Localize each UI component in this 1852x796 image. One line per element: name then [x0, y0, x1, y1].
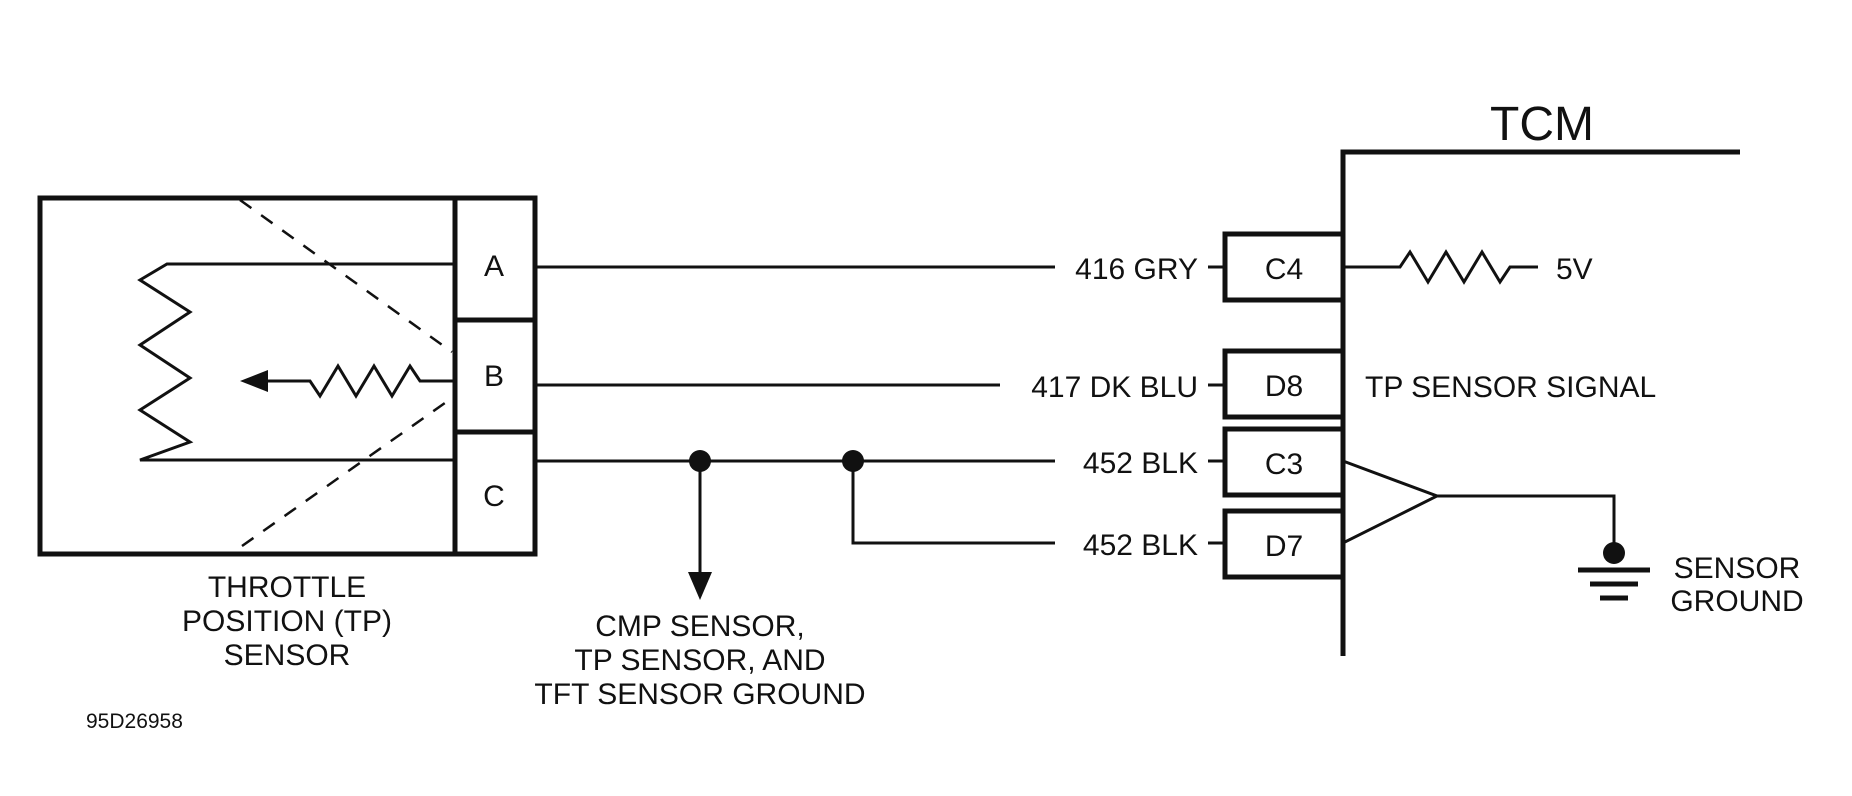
potentiometer-resistor — [137, 262, 455, 462]
tcm-pin-d8-label: D8 — [1265, 370, 1303, 403]
five-volt-label: 5V — [1556, 253, 1593, 286]
sensor-ground-label-line2: GROUND — [1670, 585, 1803, 618]
cmp-ground-label-line2: TP SENSOR, AND — [574, 644, 825, 677]
splice-dot-d7 — [842, 450, 864, 472]
tp-sensor-label-line1: THROTTLE — [208, 571, 366, 604]
tcm-pin-d8-box — [1222, 348, 1346, 420]
wiper-resistor — [260, 363, 455, 399]
tcm-title: TCM — [1490, 98, 1594, 151]
wire-label-417-dk-blu: 417 DK BLU — [1031, 371, 1198, 404]
tp-sensor-label-line3: SENSOR — [224, 639, 351, 672]
pullup-resistor — [1343, 249, 1538, 285]
tcm-pin-d7-label: D7 — [1265, 530, 1303, 563]
tcm-pin-c3-label: C3 — [1265, 448, 1303, 481]
tp-pin-a-label: A — [484, 250, 504, 283]
sensor-ground-dot — [1603, 542, 1625, 564]
tp-pin-c-label: C — [483, 480, 505, 513]
tcm-pin-c4-label: C4 — [1265, 253, 1303, 286]
throttle-dashed-line-upper — [239, 198, 453, 354]
tp-sensor-housing — [37, 195, 538, 557]
figure-id: 95D26958 — [86, 710, 183, 733]
wire-label-416-gry: 416 GRY — [1075, 253, 1198, 286]
wire-label-452-blk-d7: 452 BLK — [1083, 529, 1198, 562]
ground-icon — [1578, 567, 1650, 601]
tcm-module: TCM C4 D8 C3 D7 5V TP SENSOR SIGNAL SENS… — [1222, 98, 1804, 656]
tp-sensor: A B C — [37, 195, 538, 557]
wire-label-452-blk-c3: 452 BLK — [1083, 447, 1198, 480]
tp-pin-b-label: B — [484, 360, 504, 393]
throttle-dashed-line-lower — [241, 396, 453, 548]
sensor-ground-wire — [1437, 494, 1616, 548]
ground-amplifier-symbol — [1341, 458, 1441, 546]
ground-branch-arrow-icon — [688, 572, 712, 600]
tp-sensor-label-line2: POSITION (TP) — [182, 605, 392, 638]
tp-sensor-signal-label: TP SENSOR SIGNAL — [1365, 371, 1656, 404]
sensor-ground-label-line1: SENSOR — [1674, 552, 1801, 585]
cmp-ground-label-line1: CMP SENSOR, — [595, 610, 805, 643]
wire-452-blk-d7 — [851, 461, 1055, 545]
tp-pin-c-box — [452, 429, 538, 557]
cmp-ground-label-line3: TFT SENSOR GROUND — [534, 678, 865, 711]
wiper-arrow-icon — [240, 370, 268, 392]
